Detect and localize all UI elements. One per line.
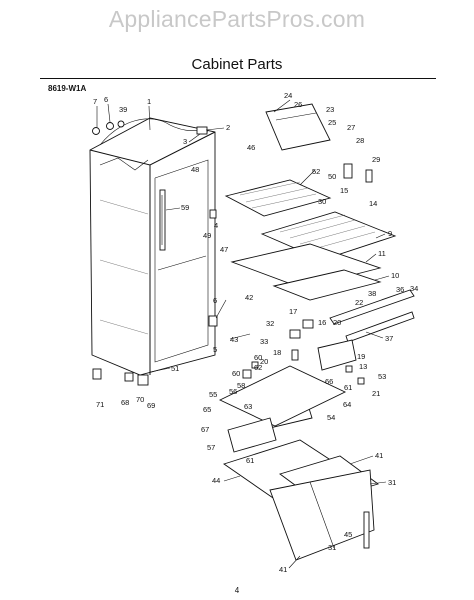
callout-18: 18 (273, 348, 281, 357)
page-title: Cabinet Parts (191, 56, 283, 73)
rail-assembly (329, 289, 415, 343)
callout-39: 39 (119, 105, 127, 114)
callout-66: 66 (325, 377, 333, 386)
cabinet-shell (89, 117, 216, 376)
callout-60: 60 (254, 353, 262, 362)
callout-31: 31 (388, 478, 396, 487)
page-number: 4 (234, 586, 240, 595)
callout-30: 30 (318, 197, 326, 206)
callout-22: 22 (355, 298, 363, 307)
callout-54: 54 (327, 413, 335, 422)
callout-57: 57 (207, 443, 215, 452)
callout-7: 7 (93, 97, 97, 106)
callout-31b: 31 (328, 543, 336, 552)
evaporator-cover (265, 103, 331, 151)
callout-47: 47 (220, 245, 228, 254)
callout-71: 71 (96, 400, 104, 409)
callout-6b: 6 (213, 296, 217, 305)
callout-53: 53 (378, 372, 386, 381)
callout-10: 10 (391, 271, 399, 280)
callout-69: 69 (147, 401, 155, 410)
small-hardware-top-left (92, 120, 218, 386)
callout-33: 33 (260, 337, 268, 346)
callout-60b: 60 (232, 369, 240, 378)
callout-68: 68 (121, 398, 129, 407)
upper-shelf-assembly (224, 179, 332, 217)
crisper-frame (218, 365, 354, 501)
title-rule (40, 78, 436, 79)
callout-46: 46 (247, 143, 255, 152)
callout-45: 45 (344, 530, 352, 539)
callout-56: 56 (229, 387, 237, 396)
callout-61b: 61 (246, 456, 254, 465)
callout-1: 1 (147, 97, 151, 106)
callout-41b: 41 (279, 565, 287, 574)
callout-38: 38 (368, 289, 376, 298)
callout-2: 2 (226, 123, 230, 132)
callout-27: 27 (347, 123, 355, 132)
callout-67: 67 (201, 425, 209, 434)
callout-13: 13 (359, 362, 367, 371)
callout-59: 59 (181, 203, 189, 212)
callout-48: 48 (191, 165, 199, 174)
callout-14: 14 (369, 199, 377, 208)
callout-29: 29 (372, 155, 380, 164)
callout-58: 58 (237, 381, 245, 390)
callout-6: 6 (104, 95, 108, 104)
callout-42: 42 (245, 293, 253, 302)
callout-63: 63 (244, 402, 252, 411)
callout-11: 11 (378, 249, 386, 258)
callout-5: 5 (213, 345, 217, 354)
callout-21: 21 (372, 389, 380, 398)
callout-55: 55 (209, 390, 217, 399)
callout-49: 49 (203, 231, 211, 240)
callout-52: 52 (312, 167, 320, 176)
callout-3: 3 (183, 137, 187, 146)
callout-24: 24 (284, 91, 292, 100)
callout-34: 34 (410, 284, 418, 293)
callout-43: 43 (230, 335, 238, 344)
bracket-hardware-right (242, 163, 373, 385)
callout-26: 26 (294, 100, 302, 109)
leader-lines (96, 99, 390, 569)
callout-50: 50 (328, 172, 336, 181)
callout-51: 51 (171, 364, 179, 373)
callout-62: 62 (254, 363, 262, 372)
diagram-id: 8619-W1A (48, 84, 87, 93)
callout-32: 32 (266, 319, 274, 328)
callout-64: 64 (343, 400, 351, 409)
callout-15: 15 (340, 186, 348, 195)
callout-70: 70 (136, 395, 144, 404)
callout-9: 9 (388, 229, 392, 238)
callout-23: 23 (326, 105, 334, 114)
callout-17: 17 (289, 307, 297, 316)
callout-labels: 7 6 39 1 2 3 48 59 4 49 47 42 6 5 51 71 … (93, 91, 418, 574)
callout-4: 4 (214, 221, 218, 230)
watermark: AppliancePartsPros.com (108, 6, 366, 32)
callout-19: 19 (357, 352, 365, 361)
divider-panel (230, 243, 382, 301)
callout-65: 65 (203, 405, 211, 414)
callout-61: 61 (344, 383, 352, 392)
callout-25: 25 (328, 118, 336, 127)
callout-37: 37 (385, 334, 393, 343)
callout-36: 36 (396, 285, 404, 294)
callout-20: 20 (333, 318, 341, 327)
cabinet-hinge-strip (159, 189, 166, 251)
crisper-drawers (269, 455, 379, 561)
callout-16: 16 (318, 318, 326, 327)
callout-28: 28 (356, 136, 364, 145)
callout-44: 44 (212, 476, 220, 485)
callout-41: 41 (375, 451, 383, 460)
callout-20b: 20 (260, 357, 268, 366)
